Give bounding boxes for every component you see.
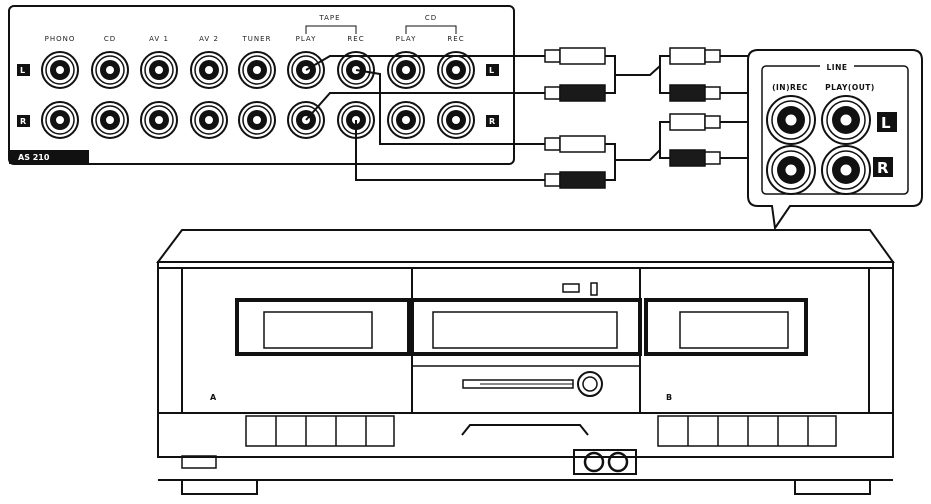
cd-group-label: CD <box>425 14 437 22</box>
input-label-cd: CD <box>104 35 116 43</box>
deck-left-marker: L <box>881 114 891 132</box>
rca-plugs <box>544 47 721 189</box>
cassette-deck <box>156 229 895 495</box>
amp-right-marker-a: R <box>20 117 26 126</box>
input-label-av2: AV 2 <box>199 35 219 43</box>
play-out-label: PLAY(OUT) <box>825 83 875 92</box>
tape-play-label: PLAY <box>296 35 317 43</box>
tape-group-label: TAPE <box>318 14 340 22</box>
deck-b-label: B <box>666 393 672 402</box>
cd-rec-label: REC <box>447 35 464 43</box>
amp-right-marker-b: R <box>489 117 495 126</box>
deck-a-label: A <box>210 393 217 402</box>
amplifier-back-panel: AS 210 PHONO CD AV 1 AV 2 TUNER TAPE PLA… <box>8 5 515 165</box>
input-label-av1: AV 1 <box>149 35 169 43</box>
input-label-phono: PHONO <box>45 35 76 43</box>
tape-rec-label: REC <box>347 35 364 43</box>
cd-play-label: PLAY <box>396 35 417 43</box>
amp-left-marker-a: L <box>20 66 25 75</box>
amp-model-label: AS 210 <box>18 153 50 162</box>
in-rec-label: (IN)REC <box>772 83 808 92</box>
line-label: LINE <box>827 63 848 72</box>
deck-jack-callout: LINE (IN)REC PLAY(OUT) L R <box>747 49 923 231</box>
input-label-tuner: TUNER <box>242 35 272 43</box>
deck-right-marker: R <box>877 159 889 177</box>
amp-left-marker-b: L <box>489 66 494 75</box>
